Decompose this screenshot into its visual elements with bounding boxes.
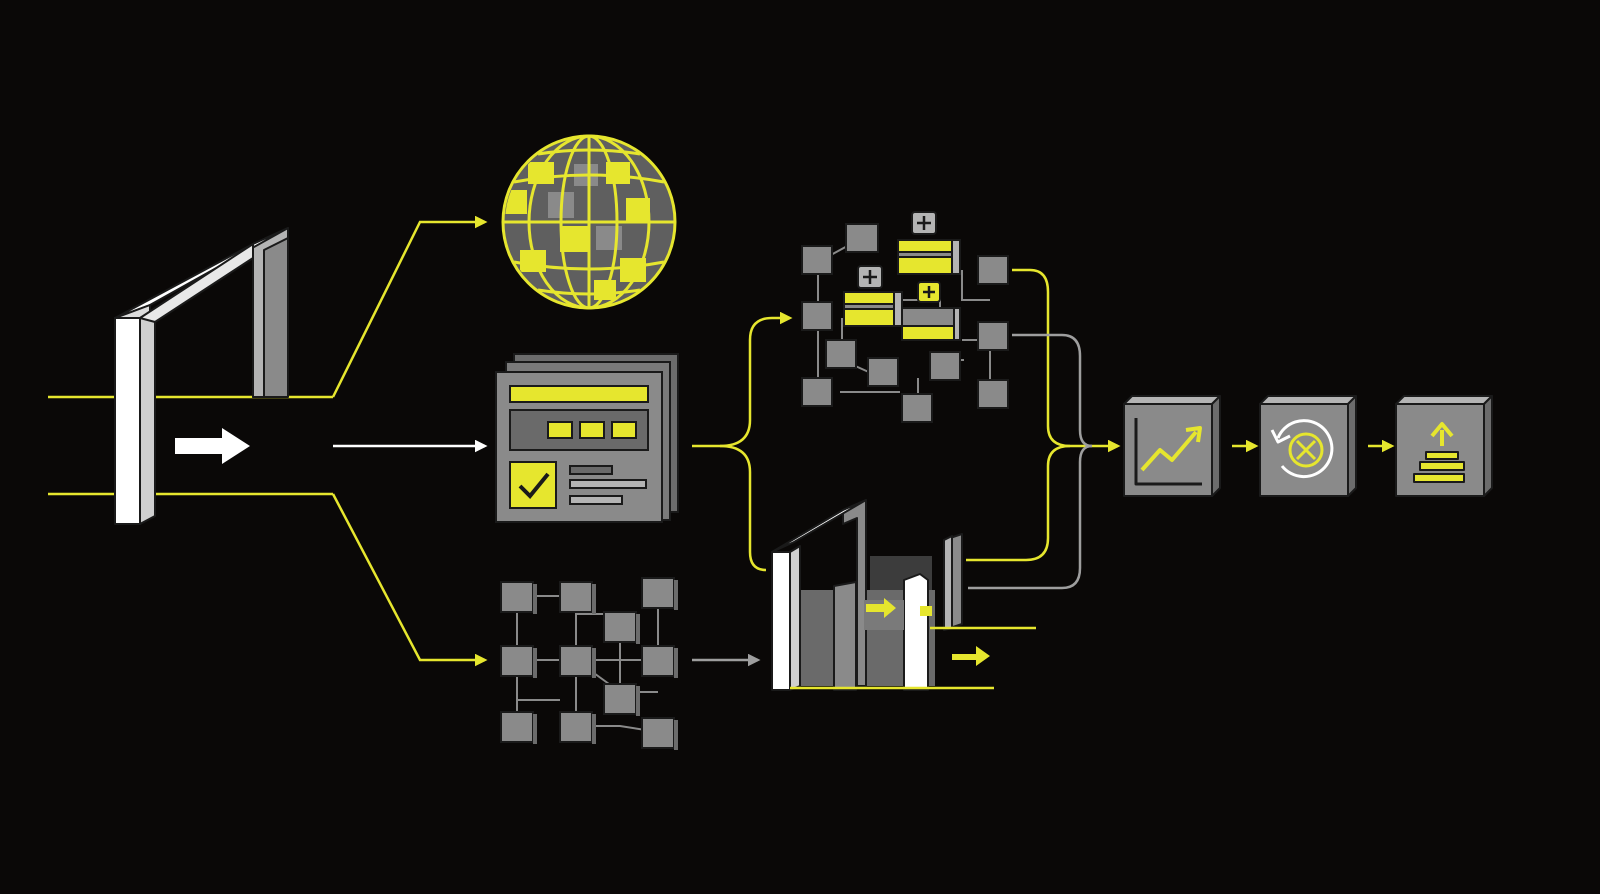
form-checklist-icon [495,353,679,523]
edge-gateway-network [331,493,488,667]
gate-inner-arrow [866,598,896,618]
trend-up-chart-icon [1123,395,1221,497]
edge-gate-chart-gray [968,444,1093,590]
edge-cluster-chart-accent [1012,268,1121,453]
globe-grid-icon [501,134,677,310]
node-network-icon [500,577,678,750]
connector-layer [48,215,1395,667]
edge-cluster-chart-gray [1012,333,1093,448]
cancel-cycle-icon [1259,395,1357,497]
gateway-arch-icon [114,227,289,525]
edge-form-gate [719,444,767,572]
edge-gate-chart-accent [966,444,1071,562]
upload-stack-icon [1395,395,1493,497]
gateway-direction-arrow [175,428,250,464]
edge-gateway-globe [331,215,488,398]
checkmark-icon [518,472,550,499]
gate-passage-icon [771,499,1036,691]
edge-form-split [692,311,793,448]
gate-exit-arrow [952,646,990,666]
package-cluster-icon [801,211,1009,423]
